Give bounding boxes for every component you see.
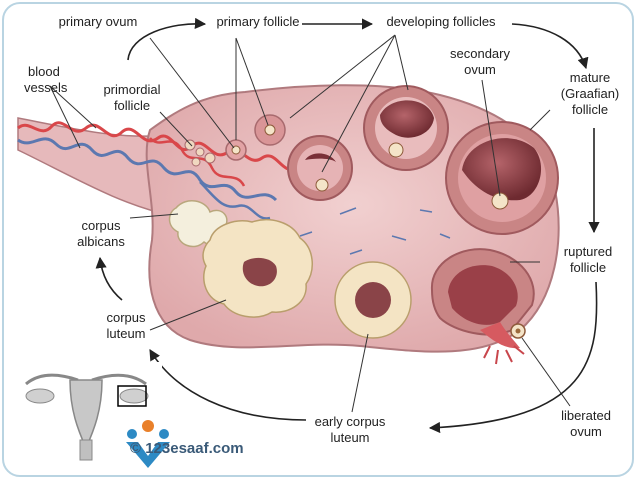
label-ruptured-line1: ruptured (563, 244, 613, 259)
label-corpus-luteum-line2: luteum (106, 326, 146, 341)
leader-primordial (159, 111, 193, 147)
leader-developing-2 (394, 34, 409, 91)
leader-early-corpus (351, 333, 369, 413)
label-early-corpus-line2: luteum (330, 430, 370, 445)
leader-blood-vessels-1 (49, 85, 81, 149)
arrow-to-mature (511, 23, 589, 70)
leader-developing-3 (289, 34, 396, 119)
leader-secondary-ovum (481, 79, 501, 197)
label-liberated-line2: ovum (570, 424, 602, 439)
uterus-thumbnail-icon (12, 362, 162, 461)
primary-follicle (225, 139, 247, 161)
corpus-luteum (202, 218, 313, 318)
early-corpus-luteum (334, 261, 412, 339)
leader-blood-vessels-2 (49, 85, 97, 129)
label-mature-line3: follicle (571, 102, 609, 117)
label-secondary-ovum-line2: ovum (464, 62, 496, 77)
label-mature-line2: (Graafian) (560, 86, 620, 101)
mature-follicle (445, 121, 559, 235)
leader-corpus-albicans (129, 213, 179, 219)
leader-developing-1 (321, 34, 396, 173)
developing-follicle (363, 85, 449, 171)
arrow-to-corpus-luteum (149, 349, 307, 421)
leader-primary-ovum (149, 37, 235, 149)
leader-primary-follicle-2 (235, 37, 269, 126)
primary-follicle (254, 114, 286, 146)
arrow-to-primary-follicle (127, 17, 207, 61)
label-primary-ovum: primary ovum (58, 14, 138, 29)
watermark: © 123esaaf.com (130, 440, 244, 457)
label-primordial-line1: primordial (103, 82, 161, 97)
label-corpus-albicans-line2: albicans (77, 234, 125, 249)
primordial-follicles (184, 139, 216, 167)
label-corpus-albicans-line1: corpus (81, 218, 121, 233)
artery (17, 121, 297, 171)
label-primary-follicle: primary follicle (216, 14, 300, 29)
label-primordial-line2: follicle (113, 98, 151, 113)
leader-corpus-luteum (149, 299, 227, 331)
logo-icon (126, 420, 170, 468)
liberated-ovum (510, 323, 526, 339)
label-developing-follicles: developing follicles (386, 14, 496, 29)
vein (199, 181, 271, 220)
arrow-to-corpus-albicans (95, 256, 123, 301)
vessel-marks (299, 207, 451, 255)
label-corpus-luteum-line1: corpus (106, 310, 146, 325)
leader-mature (529, 109, 551, 131)
label-secondary-ovum-line1: secondary (450, 46, 510, 61)
label-mature-line1: mature (569, 70, 611, 85)
vein (17, 137, 278, 202)
label-blood-vessels-line2: vessels (24, 80, 68, 95)
label-blood-vessels-line1: blood (28, 64, 60, 79)
ruptured-follicle (430, 248, 535, 365)
label-liberated-line1: liberated (561, 408, 611, 423)
leader-liberated (521, 337, 571, 407)
arrow-to-early-corpus (428, 281, 598, 434)
developing-follicle (287, 135, 353, 201)
label-ruptured-line2: follicle (569, 260, 607, 275)
label-early-corpus-line1: early corpus (314, 414, 386, 429)
